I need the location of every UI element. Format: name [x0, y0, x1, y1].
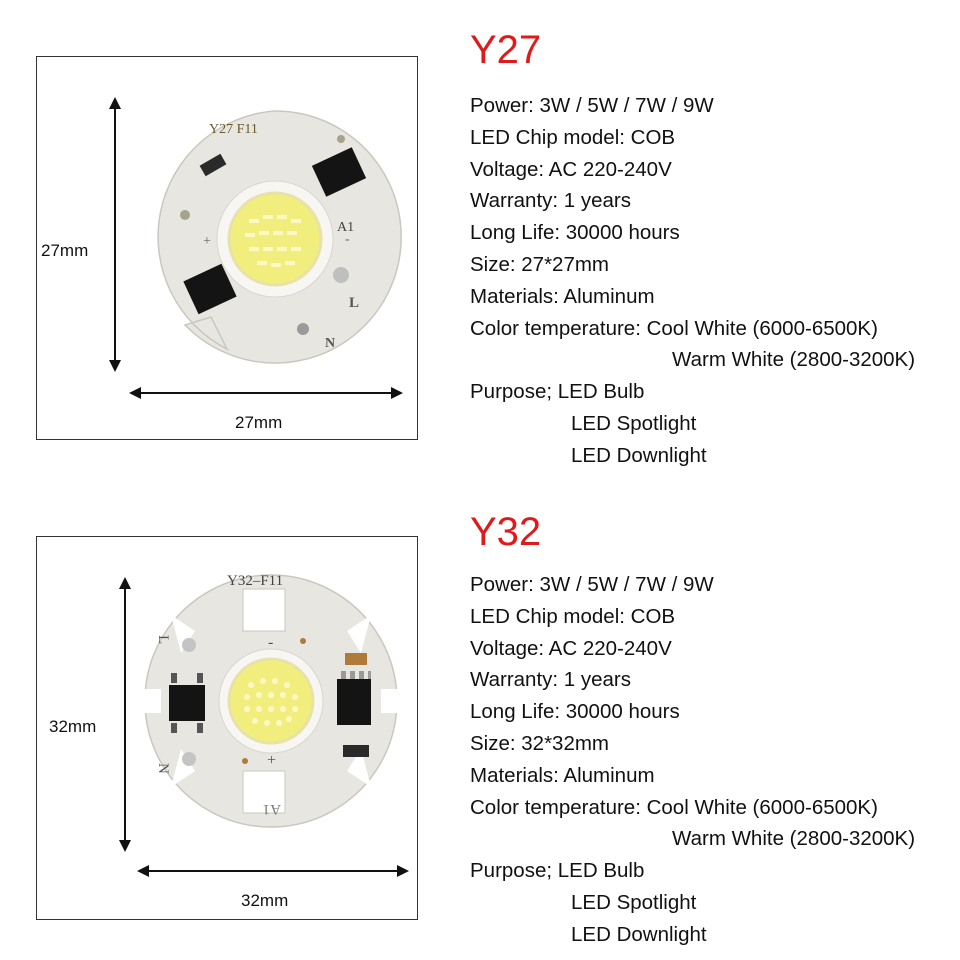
height-arrow [109, 97, 121, 372]
spec-chip: LED Chip model: COB [470, 604, 676, 628]
width-arrow [129, 387, 403, 399]
spec-life: Long Life: 30000 hours [470, 700, 680, 724]
spec-purpose: Purpose; LED Bulb [470, 859, 645, 883]
spec-power: Power: 3W / 5W / 7W / 9W [470, 573, 714, 596]
spec-color-temp-2: Warm White (2800-3200K) [672, 348, 916, 372]
board-label-a: A1 [263, 801, 281, 817]
product-title: Y27 [470, 28, 542, 72]
spec-size: Size: 32*32mm [470, 731, 610, 755]
chip-icon [311, 147, 367, 197]
chip-icon [169, 685, 205, 721]
board-minus: - [345, 232, 350, 247]
product-image-frame: 32mm [36, 536, 418, 920]
product-title: Y32 [470, 510, 542, 554]
product-section-y32: 32mm [0, 480, 960, 960]
spec-purpose-2: LED Spotlight [571, 411, 697, 435]
spec-list: Power: 3W / 5W / 7W / 9W LED Chip model:… [470, 569, 915, 951]
spec-life: Long Life: 30000 hours [470, 221, 680, 245]
spec-purpose-3: LED Downlight [571, 443, 707, 467]
board-label-l: L [155, 635, 171, 644]
board-label-a: A1 [337, 220, 354, 235]
width-dimension-label: 32mm [241, 891, 289, 910]
spec-color-temp: Color temperature: Cool White (6000-6500… [470, 795, 878, 819]
width-arrow [137, 865, 409, 877]
spec-materials: Materials: Aluminum [470, 763, 655, 787]
board-label-n: N [325, 336, 335, 351]
product-section-y27: 27mm [36, 28, 915, 472]
led-board-y32: Y32–F11 A1 L N + - [137, 573, 405, 828]
spec-voltage: Voltage: AC 220-240V [470, 157, 672, 181]
board-label-n: N [155, 763, 171, 774]
board-label-l: L [349, 295, 359, 311]
board-minus: - [268, 634, 273, 651]
spec-chip: LED Chip model: COB [470, 125, 676, 149]
spec-voltage: Voltage: AC 220-240V [470, 636, 672, 660]
board-plus: + [267, 752, 276, 769]
board-marking: Y27 F11 [209, 122, 258, 137]
spec-materials: Materials: Aluminum [470, 284, 655, 308]
spec-size: Size: 27*27mm [470, 252, 610, 276]
spec-power: Power: 3W / 5W / 7W / 9W [470, 94, 714, 117]
height-arrow [119, 577, 131, 852]
spec-color-temp-2: Warm White (2800-3200K) [672, 827, 916, 851]
height-dimension-label: 27mm [41, 241, 89, 260]
board-plus: + [203, 234, 211, 249]
spec-color-temp: Color temperature: Cool White (6000-6500… [470, 316, 878, 340]
board-marking: Y32–F11 [227, 573, 283, 589]
width-dimension-label: 27mm [235, 413, 283, 432]
spec-purpose: Purpose; LED Bulb [470, 380, 645, 404]
height-dimension-label: 32mm [49, 717, 97, 736]
led-board-y27: Y27 F11 A1 L N + - [157, 110, 402, 364]
spec-purpose-2: LED Spotlight [571, 890, 697, 914]
product-image-frame: 27mm [36, 56, 418, 440]
spec-purpose-3: LED Downlight [571, 922, 707, 946]
spec-warranty: Warranty: 1 years [470, 189, 632, 213]
spec-list: Power: 3W / 5W / 7W / 9W LED Chip model:… [470, 90, 915, 472]
spec-warranty: Warranty: 1 years [470, 668, 632, 692]
